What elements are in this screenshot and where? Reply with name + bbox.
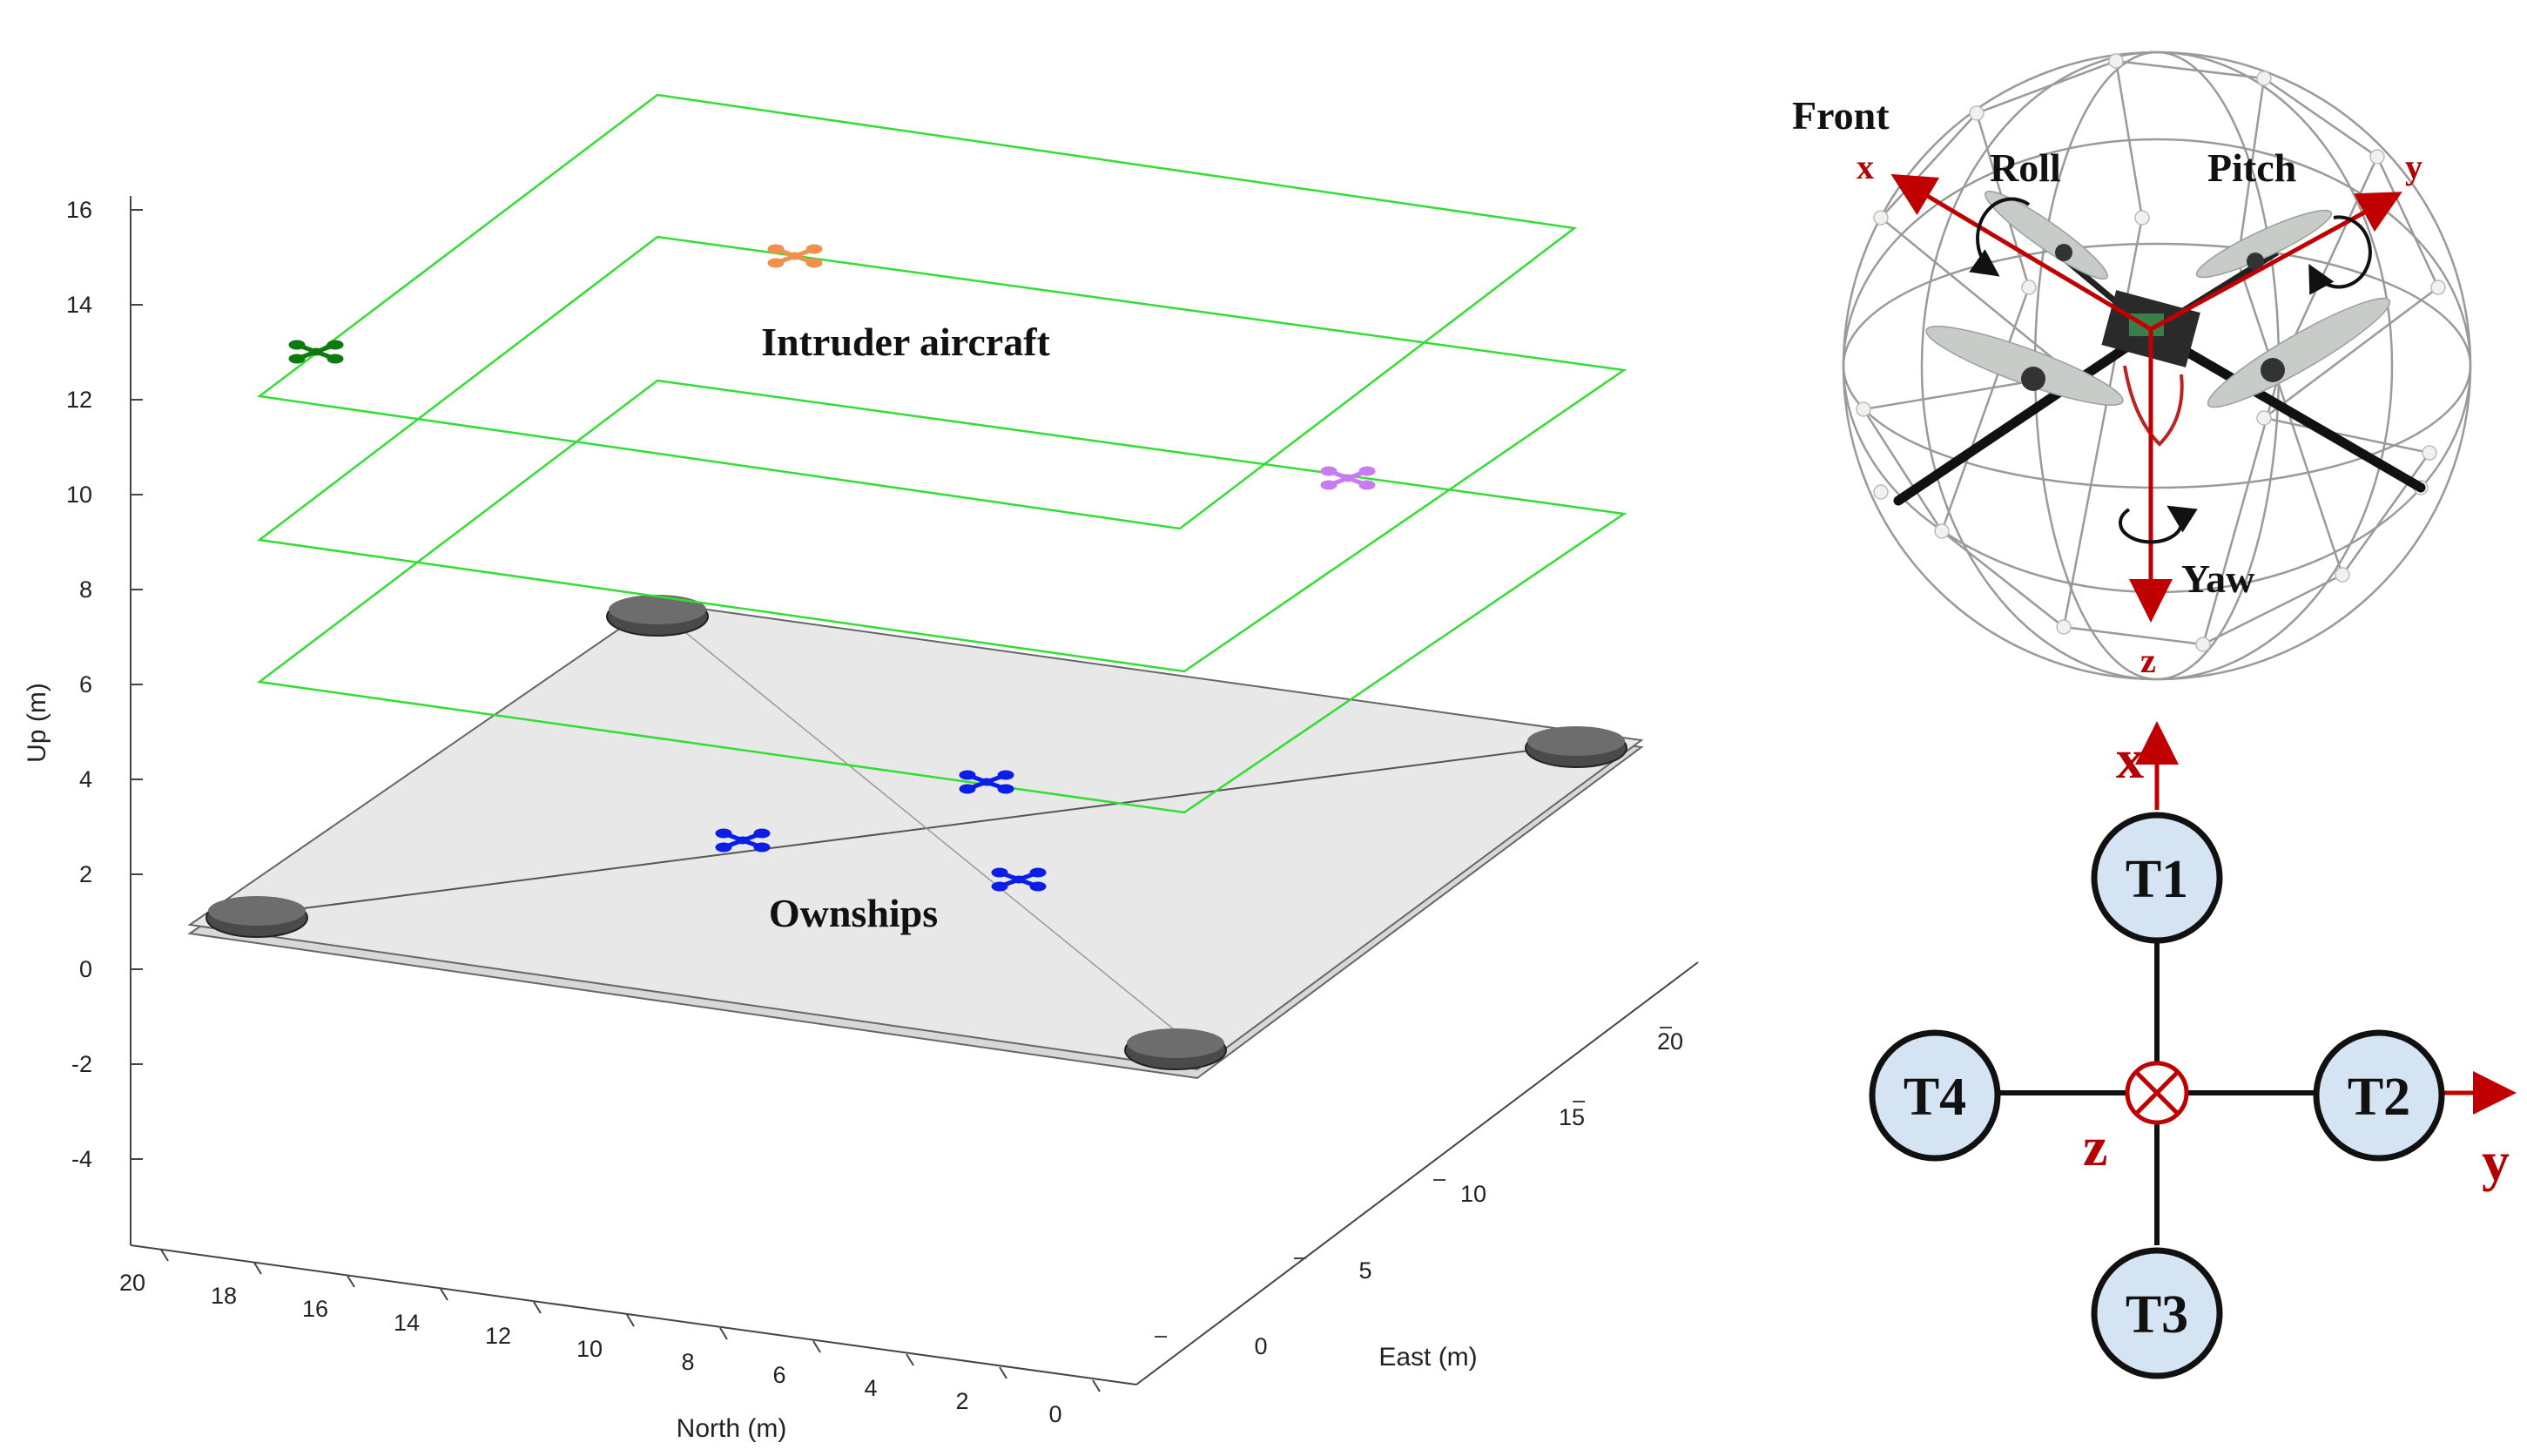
drone-arms — [1893, 326, 2426, 506]
intruder-drone — [289, 340, 343, 363]
north-tick-label: 20 — [119, 1270, 145, 1296]
north-axis-line — [130, 1244, 1137, 1385]
north-tick-label: 12 — [485, 1323, 511, 1349]
thruster-labels: T1 T2 T3 T4 — [1904, 850, 2410, 1345]
intruder-annotation: Intruder aircraft — [761, 320, 1050, 364]
y-tick-label: 14 — [66, 292, 92, 318]
north-tick-label: 2 — [955, 1388, 968, 1414]
north-tick-label: 10 — [576, 1336, 603, 1362]
y-tick-label: 4 — [79, 766, 92, 792]
north-tick-label: 18 — [211, 1283, 237, 1309]
yaw-label: Yaw — [2181, 556, 2254, 601]
y-tick-label: -4 — [71, 1146, 92, 1172]
thruster-t1 — [2091, 812, 2223, 944]
north-tick-label: 4 — [864, 1375, 877, 1401]
north-tick-labels: 20 18 16 14 12 10 8 6 4 2 0 — [119, 1270, 1062, 1427]
landing-pad — [206, 896, 308, 938]
intruder-drone — [768, 245, 822, 267]
body-x-axis — [1890, 173, 2153, 332]
north-axis-label: North (m) — [677, 1414, 787, 1443]
photo-z-label: z — [2140, 641, 2156, 680]
pitch-label: Pitch — [2207, 145, 2296, 190]
y-tick-label: 2 — [79, 861, 92, 887]
altitude-layer-low — [256, 379, 1627, 814]
landing-pad — [1124, 1028, 1227, 1070]
geodesic-cage — [1842, 51, 2472, 681]
rotation-arrows — [1969, 197, 2372, 544]
y-axis-label: Up (m) — [23, 683, 51, 763]
ground-platform — [187, 601, 1644, 1080]
yaw-arrow-icon — [2119, 505, 2198, 544]
thruster-schematic: x y z T1 T2 T3 T4 — [1869, 721, 2517, 1379]
photo-y-label: y — [2405, 147, 2423, 186]
schematic-y-label: y — [2482, 1130, 2510, 1192]
y-tick-label: -2 — [71, 1051, 92, 1077]
roll-label: Roll — [1990, 145, 2061, 190]
altitude-layer-mid — [256, 235, 1627, 673]
schematic-x-label: x — [2116, 728, 2144, 790]
y-tick-label: 0 — [79, 956, 92, 982]
body-y-axis — [2149, 192, 2402, 332]
z-into-page-icon — [2125, 1061, 2189, 1125]
roll-arrow-icon — [1969, 197, 2031, 277]
north-tick-label: 14 — [394, 1310, 420, 1336]
thruster-nodes — [1869, 812, 2445, 1379]
landing-pad — [1525, 726, 1627, 768]
ownships-annotation: Ownships — [769, 891, 938, 935]
east-tick-marks — [1155, 1027, 1672, 1338]
east-tick-labels: 0 5 10 15 20 — [1254, 1028, 1683, 1359]
thruster-label-t4: T4 — [1904, 1068, 1966, 1127]
east-tick-label: 5 — [1358, 1257, 1371, 1284]
pitch-arrow-icon — [2308, 215, 2372, 295]
north-tick-label: 8 — [681, 1349, 694, 1375]
thruster-t2 — [2313, 1029, 2445, 1162]
intruder-drones — [289, 245, 1375, 489]
landing-pad — [606, 595, 709, 637]
y-tick-label: 6 — [79, 671, 92, 698]
east-tick-label: 10 — [1460, 1181, 1486, 1207]
thruster-label-t1: T1 — [2126, 850, 2188, 909]
north-tick-label: 16 — [302, 1296, 328, 1322]
north-tick-label: 0 — [1048, 1401, 1061, 1427]
photo-x-label: x — [1857, 147, 1874, 186]
y-tick-label: 10 — [66, 482, 92, 508]
east-tick-label: 20 — [1657, 1028, 1683, 1055]
thruster-t3 — [2091, 1247, 2223, 1379]
front-label: Front — [1792, 93, 1890, 138]
east-axis-line — [1135, 961, 1699, 1385]
landing-pads — [206, 595, 1627, 1070]
east-tick-label: 0 — [1254, 1333, 1267, 1359]
drone-photo-illustration: Front x y z Roll Pitch Yaw — [1792, 51, 2472, 681]
east-tick-label: 15 — [1559, 1104, 1585, 1130]
y-tick-label: 16 — [66, 197, 92, 223]
body-frame-axes — [1890, 173, 2402, 623]
north-tick-marks — [160, 1249, 1101, 1392]
y-tick-marks — [131, 209, 143, 1160]
y-tick-labels: 16 14 12 10 8 6 4 2 0 -2 -4 — [66, 197, 92, 1172]
thruster-t4 — [1869, 1029, 2001, 1162]
schematic-z-label: z — [2083, 1116, 2107, 1177]
altitude-layers — [256, 93, 1627, 814]
plot-axes — [130, 196, 1699, 1385]
thruster-label-t3: T3 — [2126, 1285, 2188, 1345]
y-tick-label: 8 — [79, 576, 92, 603]
thruster-label-t2: T2 — [2348, 1068, 2410, 1127]
y-tick-label: 12 — [66, 387, 92, 413]
3d-plot: 16 14 12 10 8 6 4 2 0 -2 -4 Up (m) 20 18… — [23, 93, 1699, 1443]
drone-propellers — [1925, 190, 2391, 408]
north-tick-label: 6 — [772, 1362, 785, 1388]
east-axis-label: East (m) — [1378, 1343, 1477, 1372]
altitude-layer-high — [256, 93, 1578, 530]
